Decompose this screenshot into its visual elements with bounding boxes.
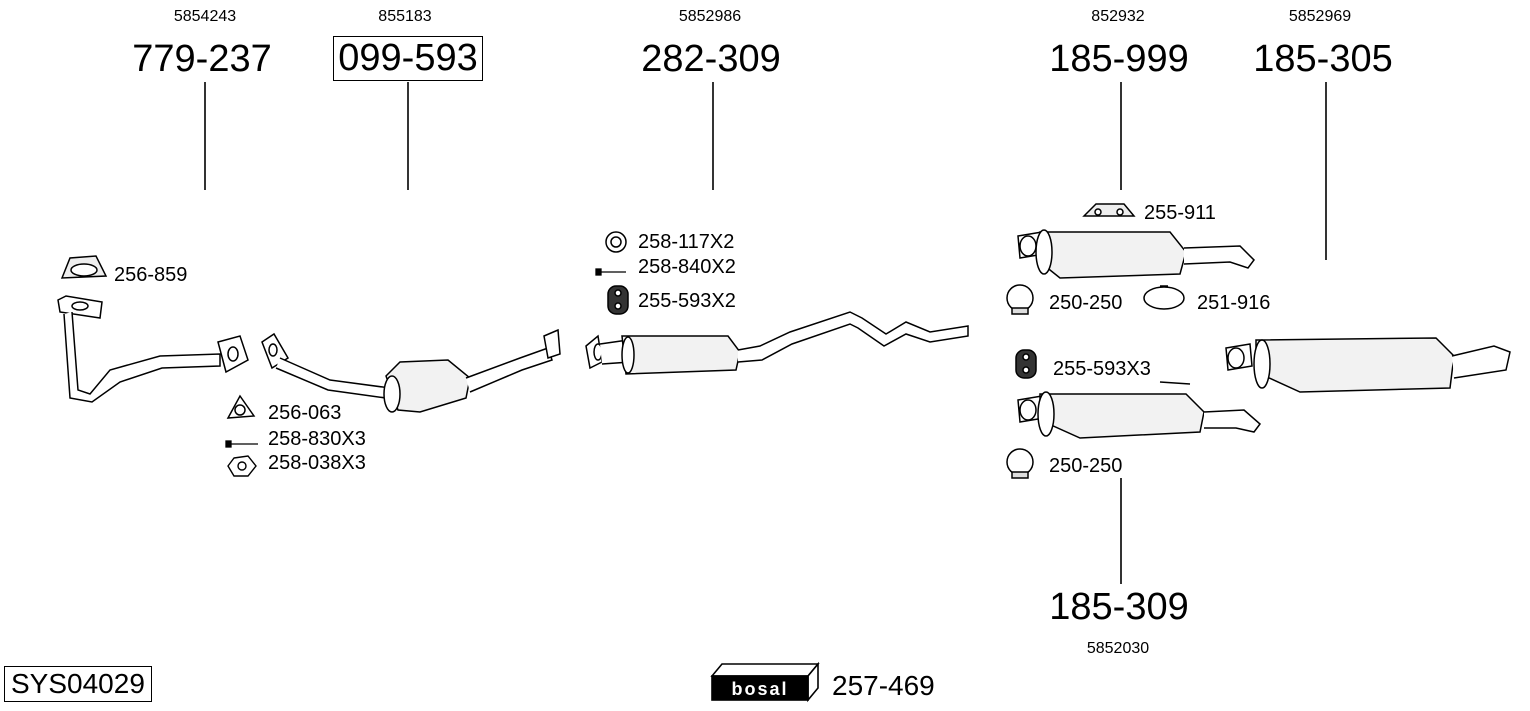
label-clamp-c: 250-250 <box>1049 455 1123 477</box>
part-silencer-b: 185-305 <box>1253 38 1393 80</box>
label-gasket-cat: 256-063 <box>268 402 342 424</box>
silencer-b-drawing <box>1225 337 1511 393</box>
bolt-cat-icon <box>225 440 258 448</box>
label-ring: 258-117X2 <box>638 231 735 253</box>
label-gasket-front: 256-859 <box>114 264 188 286</box>
part-front-pipe: 779-237 <box>132 38 272 80</box>
label-rubber-rear: 255-593X3 <box>1053 358 1151 380</box>
oe-silencer-a: 852932 <box>1091 8 1145 25</box>
clamp-a-icon <box>1006 284 1034 315</box>
clamp-b-icon <box>1143 285 1185 310</box>
part-catalytic: 099-593 <box>308 36 508 81</box>
gasket-front-icon <box>60 255 108 279</box>
centre-pipe-drawing <box>585 311 969 375</box>
label-clamp-a: 250-250 <box>1049 292 1123 314</box>
front-pipe-drawing <box>57 295 249 403</box>
silencer-c-drawing <box>1017 381 1262 439</box>
part-silencer-a: 185-999 <box>1049 38 1189 80</box>
rubber-centre-icon <box>607 285 629 315</box>
oe-catalytic: 855183 <box>378 8 432 25</box>
system-code: SYS04029 <box>4 666 152 702</box>
bracket-rear-icon <box>1082 203 1136 217</box>
label-clamp-b: 251-916 <box>1197 292 1271 314</box>
bolt-centre-icon <box>595 268 626 276</box>
brand-part-number: 257-469 <box>832 670 935 701</box>
label-bolt-cat: 258-830X3 <box>268 428 366 450</box>
catalytic-converter-drawing <box>261 328 561 413</box>
bosal-logo: bosal <box>710 661 820 703</box>
part-centre-pipe: 282-309 <box>641 38 781 80</box>
oe-centre-pipe: 5852986 <box>678 8 742 25</box>
label-nut-cat: 258-038X3 <box>268 452 366 474</box>
ring-icon <box>605 231 627 253</box>
oe-silencer-c: 5852030 <box>1086 640 1150 657</box>
part-catalytic-boxed: 099-593 <box>333 36 483 81</box>
silencer-a-drawing <box>1017 229 1255 279</box>
label-rubber-centre: 255-593X2 <box>638 290 736 312</box>
part-silencer-c: 185-309 <box>1049 586 1189 628</box>
oe-front-pipe: 5854243 <box>173 8 237 25</box>
nut-cat-icon <box>227 455 257 477</box>
gasket-cat-icon <box>226 394 256 419</box>
rubber-rear-icon <box>1015 349 1037 379</box>
label-bolt-centre: 258-840X2 <box>638 256 736 278</box>
svg-text:bosal: bosal <box>731 679 788 699</box>
oe-silencer-b: 5852969 <box>1288 8 1352 25</box>
clamp-c-icon <box>1006 448 1034 479</box>
label-bracket-rear: 255-911 <box>1144 202 1216 224</box>
